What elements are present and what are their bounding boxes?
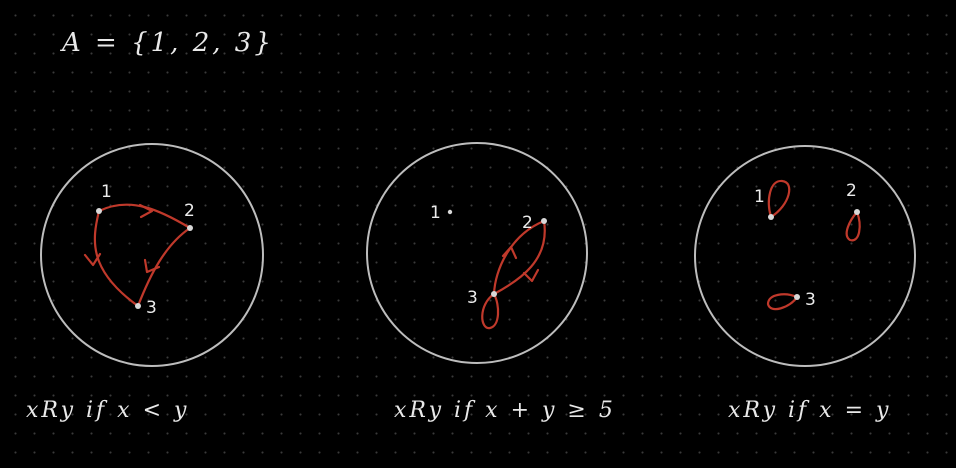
diagram-sum-at-least-five: 1 2 3 xyxy=(366,142,588,364)
node-label-2: 2 xyxy=(184,201,195,221)
node-label-2: 2 xyxy=(522,213,533,233)
loop-2 xyxy=(845,210,861,242)
diagram-less-than: 1 2 3 xyxy=(40,143,264,367)
node-label-1: 1 xyxy=(754,187,765,207)
caption-equals: xRy if x = y xyxy=(728,398,892,423)
node-1 xyxy=(447,209,453,215)
node-label-3: 3 xyxy=(146,298,157,318)
arrowhead-1-to-2 xyxy=(138,203,154,219)
arc-2-to-3 xyxy=(136,226,192,308)
node-2 xyxy=(854,209,860,215)
node-label-3: 3 xyxy=(467,288,478,308)
arrowhead-3-to-2 xyxy=(522,268,540,283)
arrowhead-1-to-3 xyxy=(83,252,102,267)
node-2 xyxy=(541,218,547,224)
node-1 xyxy=(768,214,774,220)
node-label-2: 2 xyxy=(846,181,857,201)
node-3 xyxy=(135,303,141,309)
node-label-1: 1 xyxy=(101,182,112,202)
node-label-1: 1 xyxy=(430,203,441,223)
node-3 xyxy=(491,291,497,297)
node-1 xyxy=(96,208,102,214)
arrowhead-2-to-3 xyxy=(501,245,518,260)
arc-3-to-2 xyxy=(492,219,546,296)
set-circle-2 xyxy=(366,142,588,364)
loop-1 xyxy=(767,179,791,219)
loop-3 xyxy=(481,292,500,330)
node-label-3: 3 xyxy=(805,290,816,310)
set-circle-3 xyxy=(694,145,916,367)
node-2 xyxy=(187,225,193,231)
arrowhead-2-to-3 xyxy=(143,258,161,274)
set-circle-1 xyxy=(40,143,264,367)
caption-sum-at-least-five: xRy if x + y ≥ 5 xyxy=(394,398,616,423)
caption-less-than: xRy if x < y xyxy=(26,398,190,423)
set-definition: A = {1, 2, 3} xyxy=(62,28,274,58)
arc-2-to-3 xyxy=(492,219,546,296)
node-3 xyxy=(794,294,800,300)
loop-3 xyxy=(766,293,799,311)
arc-1-to-3 xyxy=(93,209,140,308)
diagram-equals: 1 2 3 xyxy=(694,145,916,367)
